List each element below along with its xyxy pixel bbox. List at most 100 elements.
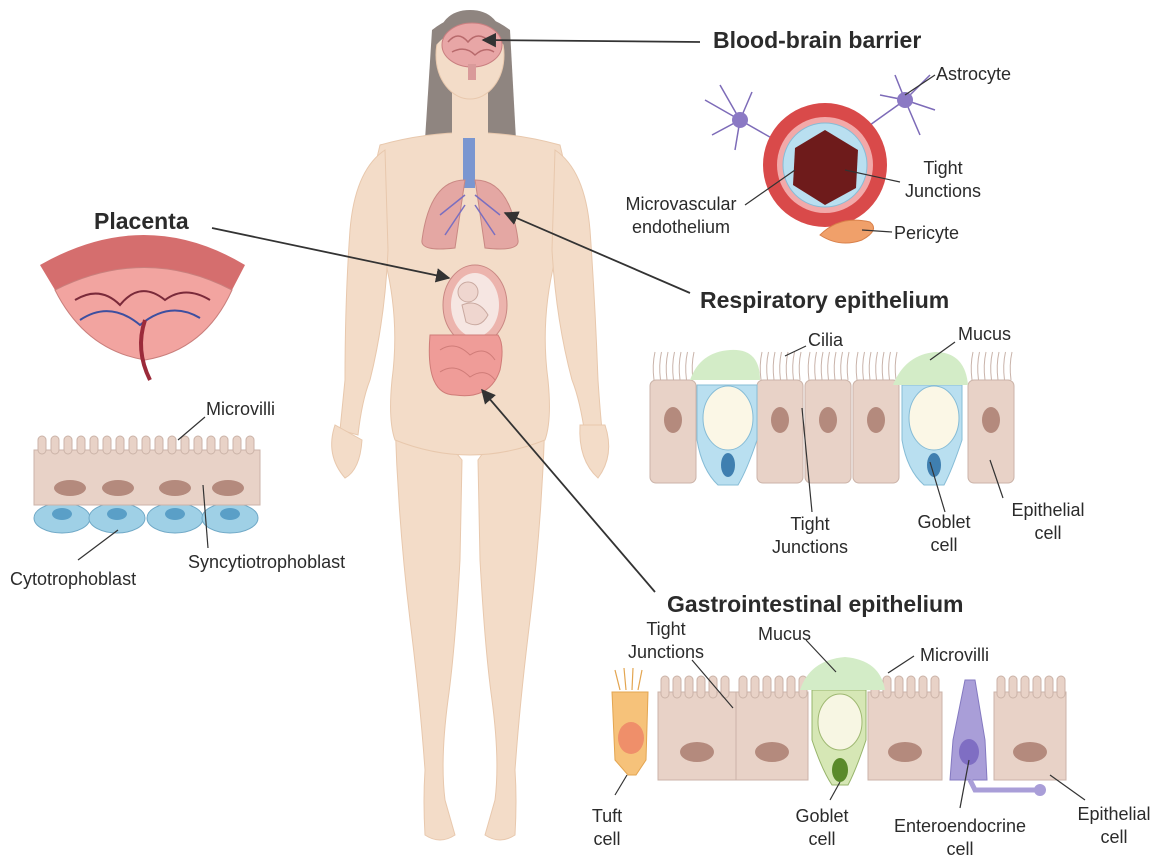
gi-nucleus <box>680 742 714 762</box>
title-respiratory: Respiratory epithelium <box>700 287 949 314</box>
cilium <box>767 352 769 380</box>
gi-microvillus <box>1045 676 1053 698</box>
label-cytotrophoblast: Cytotrophoblast <box>10 568 136 591</box>
cilium <box>971 352 973 380</box>
placenta-villus <box>246 436 254 454</box>
placenta-villus <box>233 436 241 454</box>
gi-cell-layer <box>612 640 1085 808</box>
gi-microvillus <box>1009 676 1017 698</box>
gi-microvillus <box>1021 676 1029 698</box>
cilium <box>863 352 865 380</box>
title-placenta: Placenta <box>94 208 189 235</box>
title-gi: Gastrointestinal epithelium <box>667 591 964 618</box>
gi-microvillus <box>685 676 693 698</box>
resp-goblet-nucleus <box>721 453 735 477</box>
cilium <box>773 352 775 380</box>
label-resp-epithelial-cell: Epithelialcell <box>1000 499 1096 545</box>
gi-microvillus <box>1033 676 1041 698</box>
cilium <box>882 352 884 380</box>
label-gi-mucus: Mucus <box>758 623 811 646</box>
respiratory-cell-layer <box>650 342 1014 512</box>
cilium <box>760 352 762 380</box>
placenta-villus <box>207 436 215 454</box>
gi-epithelial-cell <box>736 692 808 780</box>
label-placenta-microvilli: Microvilli <box>206 398 275 421</box>
gi-microvillus <box>775 676 783 698</box>
cilium <box>856 352 858 380</box>
cilium <box>653 352 655 380</box>
placenta-illustration <box>40 235 245 380</box>
cilium <box>876 352 878 380</box>
cilium <box>869 352 871 380</box>
cilium <box>786 352 788 380</box>
label-cilia: Cilia <box>808 329 843 352</box>
cilium <box>666 352 668 380</box>
label-resp-mucus: Mucus <box>958 323 1011 346</box>
placenta-villus <box>51 436 59 454</box>
cilium <box>1004 352 1006 380</box>
cilium <box>828 352 830 380</box>
placenta-villus <box>220 436 228 454</box>
cilium <box>847 352 849 380</box>
label-gi-tight-junctions: TightJunctions <box>618 618 714 664</box>
gi-nucleus <box>755 742 789 762</box>
placenta-villus <box>194 436 202 454</box>
resp-nucleus <box>771 407 789 433</box>
cilium <box>841 352 843 380</box>
gi-microvillus <box>751 676 759 698</box>
title-bbb: Blood-brain barrier <box>713 27 921 54</box>
cilium <box>834 352 836 380</box>
label-resp-tight-junctions: TightJunctions <box>765 513 855 559</box>
cilium <box>793 352 795 380</box>
gi-epithelial-cell <box>994 692 1066 780</box>
placenta-cell-layer <box>34 417 260 560</box>
gi-microvillus <box>907 676 915 698</box>
cilium <box>991 352 993 380</box>
placenta-villus <box>77 436 85 454</box>
resp-nucleus <box>867 407 885 433</box>
resp-goblet-vacuole <box>909 386 959 450</box>
uterus-fetus-icon <box>443 265 507 345</box>
resp-mucus-left <box>690 350 760 380</box>
gi-microvillus <box>931 676 939 698</box>
arrow-bbb <box>483 40 700 42</box>
gi-microvillus <box>997 676 1005 698</box>
cilium <box>997 352 999 380</box>
placenta-villus <box>155 436 163 454</box>
label-astrocyte: Astrocyte <box>936 63 1011 86</box>
cilium <box>679 352 681 380</box>
cilium <box>895 352 897 380</box>
label-pericyte: Pericyte <box>894 222 959 245</box>
placenta-villus <box>168 436 176 454</box>
cilium <box>660 352 662 380</box>
label-gi-microvilli: Microvilli <box>920 644 989 667</box>
gi-microvillus <box>763 676 771 698</box>
gi-microvillus <box>1057 676 1065 698</box>
placenta-villus <box>64 436 72 454</box>
cilium <box>799 352 801 380</box>
placenta-villus <box>103 436 111 454</box>
gi-microvillus <box>787 676 795 698</box>
human-body <box>332 10 609 840</box>
cilium <box>984 352 986 380</box>
cilium <box>673 352 675 380</box>
placenta-villus <box>38 436 46 454</box>
gi-microvillus <box>919 676 927 698</box>
placenta-villus <box>181 436 189 454</box>
placenta-villus <box>90 436 98 454</box>
resp-nucleus <box>982 407 1000 433</box>
resp-nucleus <box>664 407 682 433</box>
gi-microvillus <box>739 676 747 698</box>
cilium <box>1010 352 1012 380</box>
cilium <box>815 352 817 380</box>
cilium <box>780 352 782 380</box>
resp-nucleus <box>819 407 837 433</box>
label-syncytiotrophoblast: Syncytiotrophoblast <box>188 551 345 574</box>
